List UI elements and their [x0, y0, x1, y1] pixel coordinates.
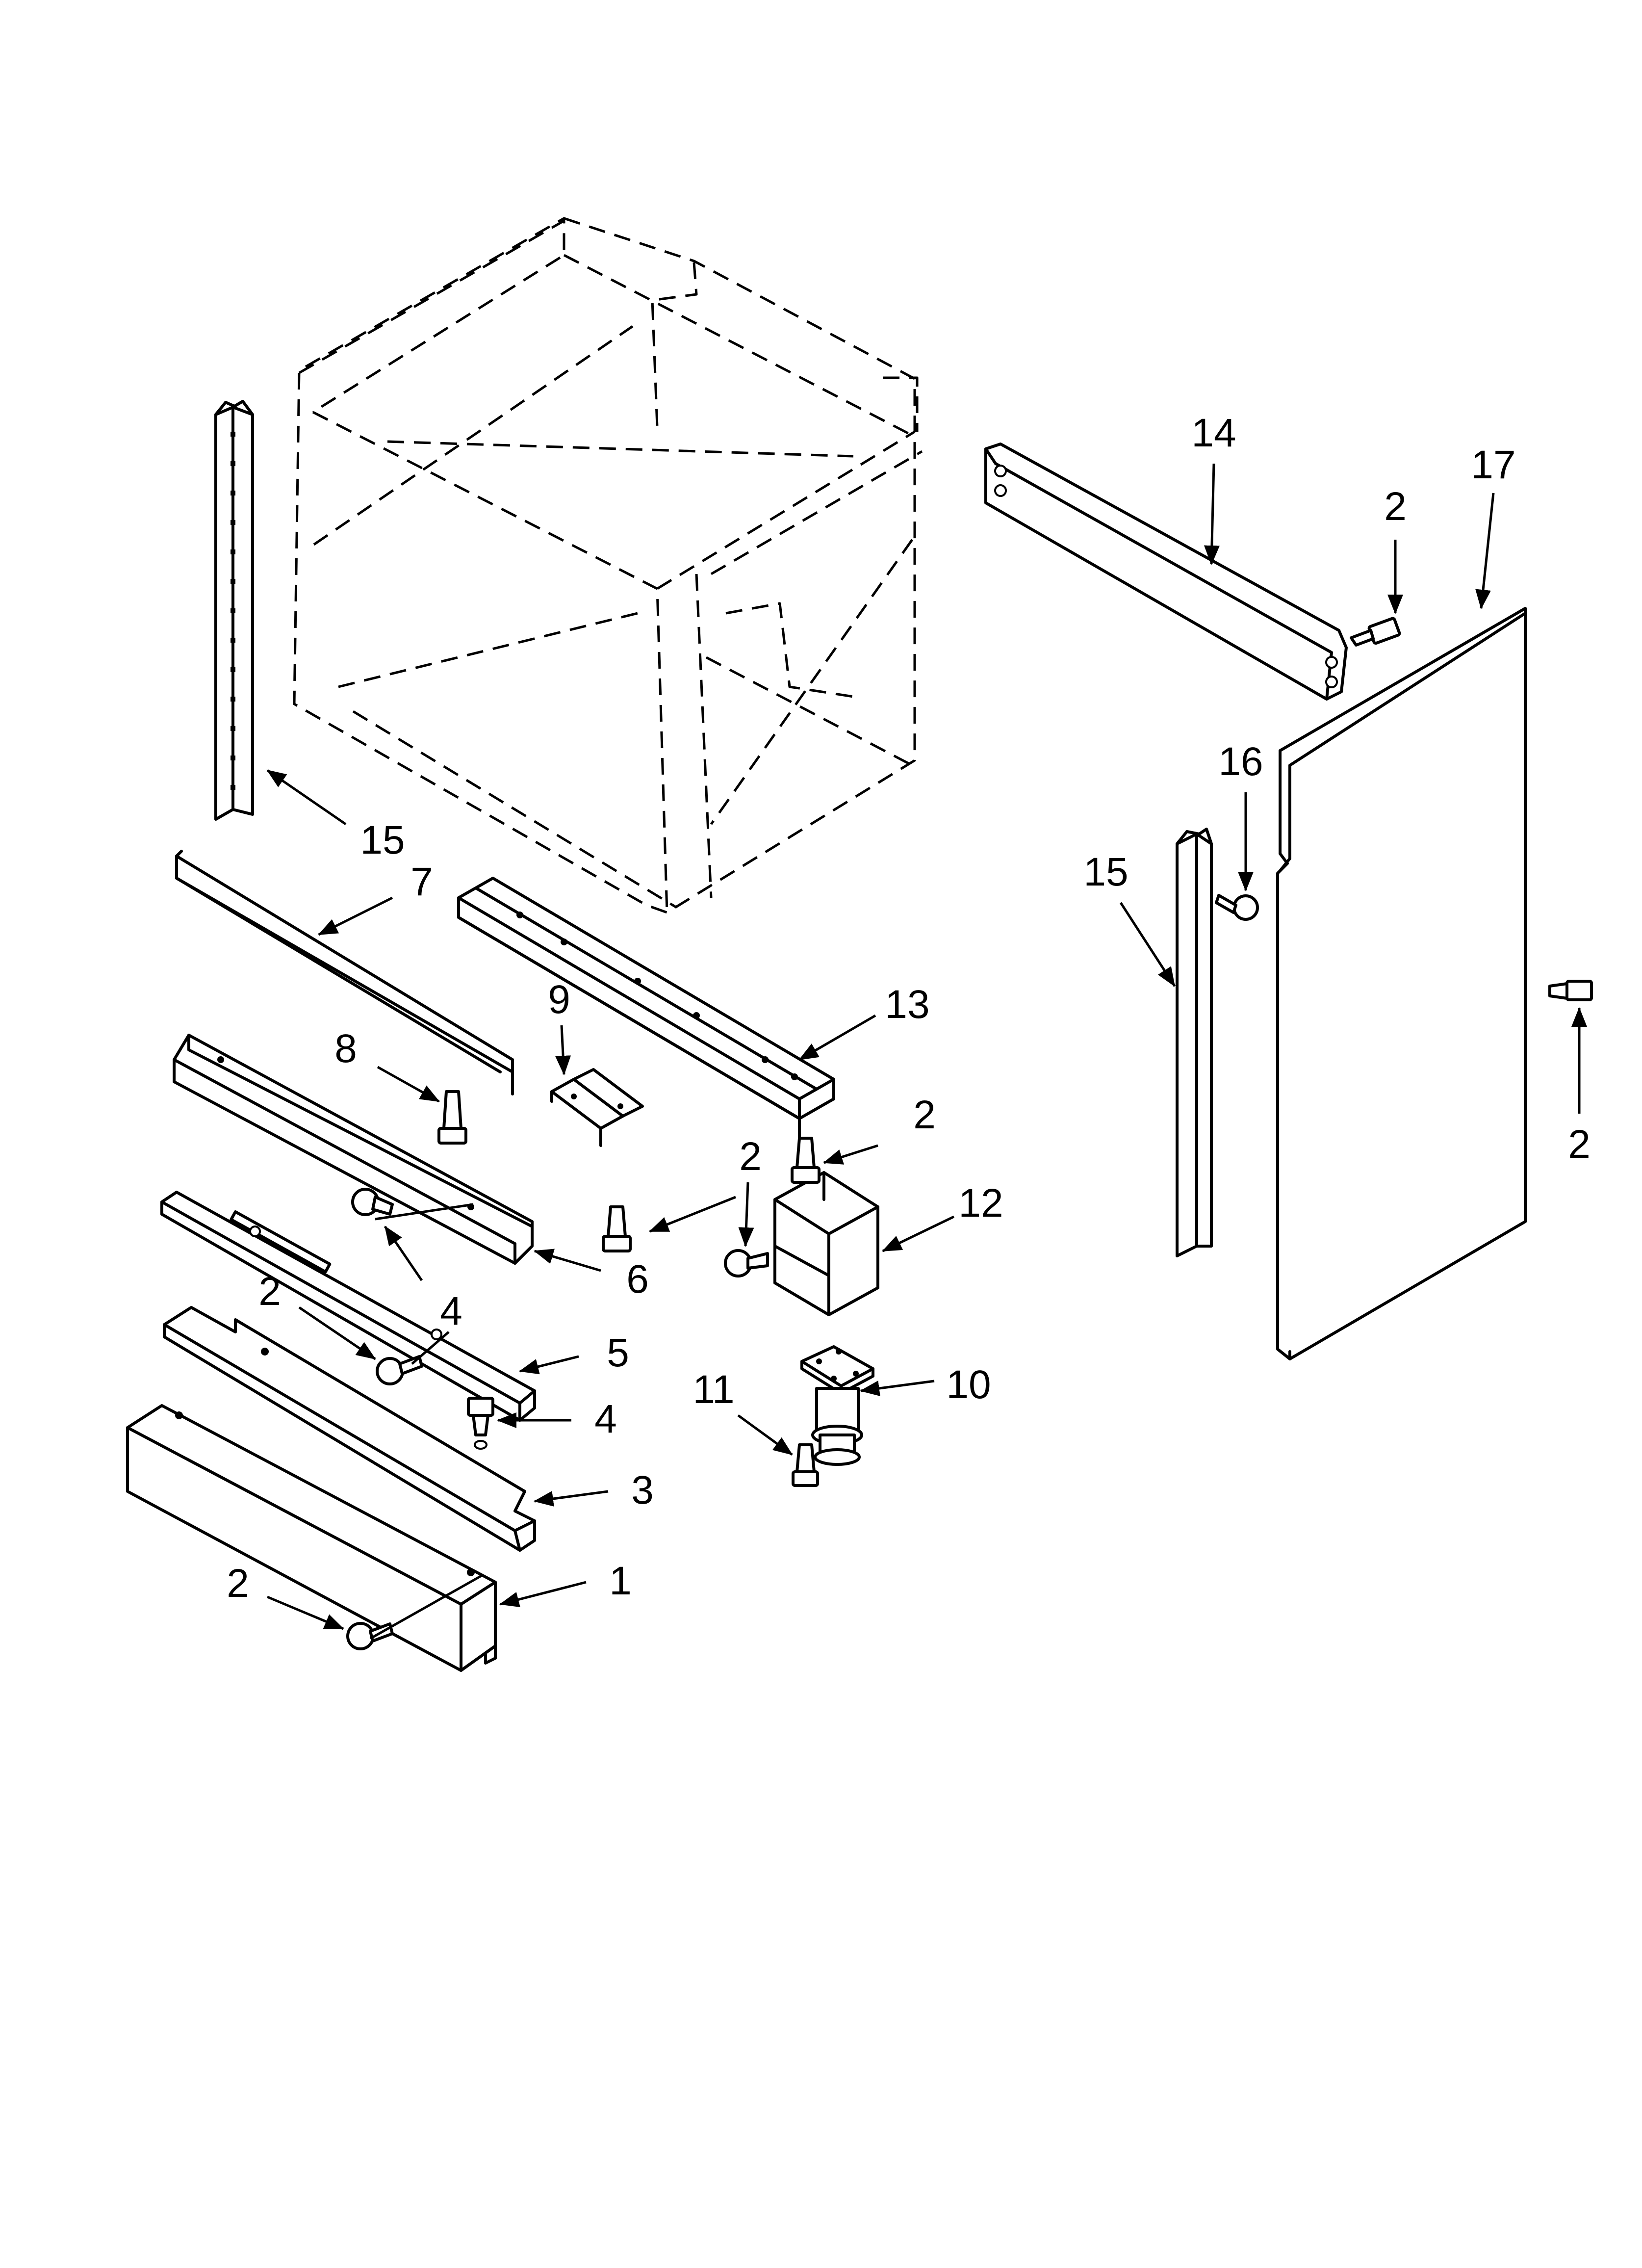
callout-2-bracket: 2 [1384, 484, 1407, 529]
callout-12: 12 [958, 1181, 1003, 1225]
part-13-channel-rail [457, 877, 835, 1142]
callout-15-right: 15 [1083, 850, 1128, 894]
screw-8 [437, 1090, 467, 1145]
callout-2-side: 2 [1568, 1122, 1591, 1167]
callout-16: 16 [1218, 739, 1263, 784]
cabinet-phantom-outline [293, 217, 923, 914]
part-12-u-bracket [773, 1171, 879, 1316]
screw-2-rail [791, 1137, 821, 1184]
callout-10: 10 [946, 1362, 991, 1407]
screws [346, 617, 1593, 1650]
callout-3: 3 [631, 1468, 654, 1512]
screw-11 [792, 1443, 819, 1487]
part-1-box-channel [126, 1404, 497, 1672]
callout-5: 5 [607, 1330, 629, 1375]
callout-labels: 14 17 2 16 15 2 15 7 13 8 9 2 2 12 6 2 4… [227, 411, 1591, 1606]
callout-1: 1 [609, 1559, 632, 1603]
callout-14: 14 [1191, 411, 1236, 455]
callout-2-rail: 2 [913, 1093, 936, 1137]
callout-2-bottom: 2 [227, 1561, 249, 1606]
part-17-side-panel [1276, 607, 1527, 1360]
part-9-hinge-plate [550, 1068, 644, 1147]
screw-16 [1215, 894, 1259, 921]
callout-17: 17 [1471, 443, 1515, 487]
callout-8: 8 [334, 1026, 357, 1071]
callout-9: 9 [548, 977, 570, 1022]
part-3-stepped-angle [163, 1306, 536, 1552]
part-10-leveling-leg [800, 1345, 874, 1466]
screw-2-part-1 [346, 1622, 394, 1650]
callout-4-lower: 4 [594, 1397, 617, 1441]
part-15-left-channel [214, 400, 254, 821]
callout-11: 11 [693, 1367, 734, 1412]
part-5-flat-strip [160, 1191, 536, 1422]
screw-2-u-bracket [724, 1249, 769, 1277]
callout-4-upper: 4 [440, 1289, 462, 1333]
callout-7: 7 [410, 860, 433, 904]
screw-2-part-5 [376, 1355, 423, 1385]
screw-2-hinge [602, 1205, 632, 1252]
leader-lines [266, 463, 1587, 1640]
screw-4-lower [467, 1397, 494, 1450]
callout-6: 6 [626, 1257, 649, 1302]
callout-15-left: 15 [360, 818, 405, 862]
callout-13: 13 [885, 982, 929, 1027]
screw-part-6 [351, 1188, 394, 1216]
callout-2-mid: 2 [739, 1134, 762, 1179]
part-15-right-channel [1176, 828, 1213, 1257]
screw-2-side-panel [1548, 980, 1593, 1001]
part-7-angle-rail [175, 850, 514, 1095]
screw-2-bracket [1350, 617, 1401, 647]
callout-2-left: 2 [258, 1269, 281, 1314]
part-14-upper-bracket [984, 443, 1348, 701]
